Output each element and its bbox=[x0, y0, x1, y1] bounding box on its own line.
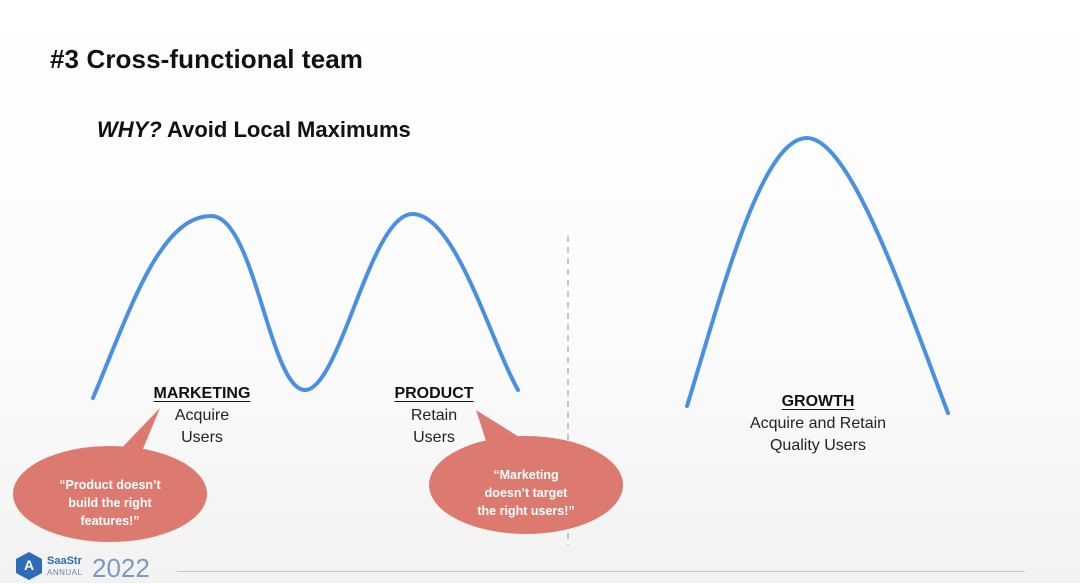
slide-title: #3 Cross-functional team bbox=[50, 44, 364, 74]
product-speech-bubble bbox=[429, 410, 623, 534]
product-line1: Retain bbox=[410, 407, 458, 424]
marketing-line1: Acquire bbox=[174, 407, 230, 424]
marketing-speech-bubble bbox=[13, 408, 207, 542]
local-maxima-curve bbox=[91, 211, 520, 400]
logo-sub: ANNUAL bbox=[47, 568, 83, 577]
growth-label: GROWTH Acquire and Retain Quality Users bbox=[718, 391, 918, 457]
product-quote-line1: “Marketing bbox=[493, 468, 559, 482]
subtitle-why: WHY? bbox=[97, 117, 162, 142]
product-line2: Users bbox=[413, 429, 455, 446]
logo-year: 2022 bbox=[92, 553, 150, 583]
marketing-quote: “Product doesn’t build the right feature… bbox=[30, 476, 190, 530]
marketing-quote-line3: features!” bbox=[80, 514, 140, 528]
subtitle-text: Avoid Local Maximums bbox=[161, 117, 411, 142]
product-quote-line3: the right users!” bbox=[477, 504, 575, 518]
product-quote-line2: doesn’t target bbox=[484, 486, 568, 500]
product-heading: PRODUCT bbox=[394, 385, 474, 402]
saastr-badge-icon: A bbox=[16, 552, 42, 580]
global-maximum-curve bbox=[685, 135, 950, 415]
marketing-label: MARKETING Acquire Users bbox=[132, 383, 272, 449]
marketing-line2: Users bbox=[181, 429, 223, 446]
slide-subtitle: WHY? Avoid Local Maximums bbox=[97, 117, 411, 143]
footer-divider bbox=[177, 571, 1025, 572]
product-quote: “Marketing doesn’t target the right user… bbox=[446, 466, 606, 520]
logo-name: SaaStr bbox=[47, 555, 82, 567]
marketing-heading: MARKETING bbox=[153, 385, 251, 402]
growth-line2: Quality Users bbox=[769, 437, 867, 454]
marketing-quote-line2: build the right bbox=[68, 496, 152, 510]
growth-heading: GROWTH bbox=[781, 393, 855, 410]
product-label: PRODUCT Retain Users bbox=[364, 383, 504, 449]
marketing-quote-line1: “Product doesn’t bbox=[59, 478, 161, 492]
growth-line1: Acquire and Retain bbox=[749, 415, 887, 432]
